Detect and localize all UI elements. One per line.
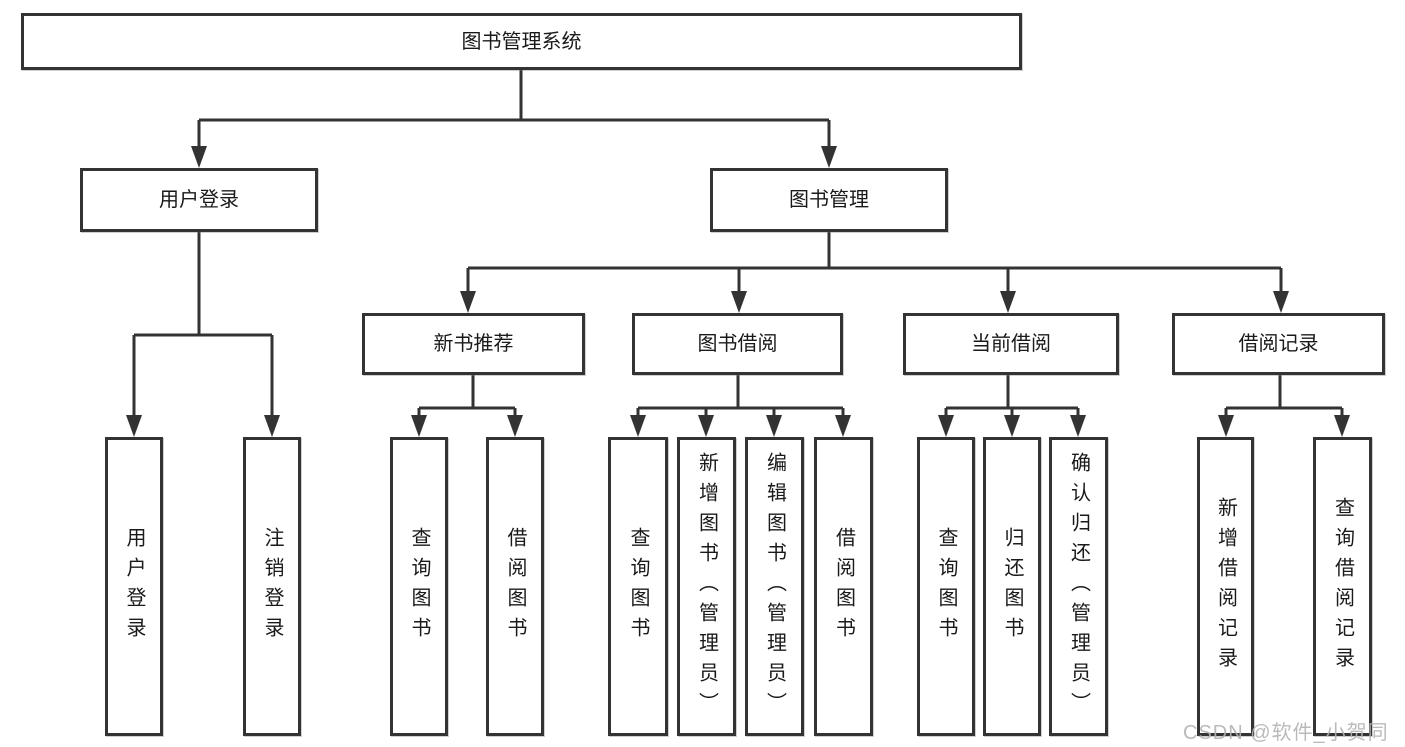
leaf-query-borrow-record-label: 查询借阅记录 xyxy=(1331,496,1354,677)
csdn-watermark: CSDN @软件_小贺同学 xyxy=(1183,722,1389,744)
leaf-add-books-admin-label: 新增图书（管理员） xyxy=(695,451,718,722)
leaf-user-login-label: 用户登录 xyxy=(123,526,145,647)
leaf-edit-books-admin: 编辑图书（管理员） xyxy=(745,437,804,736)
leaf-edit-books-admin-label: 编辑图书（管理员） xyxy=(763,451,786,722)
leaf-confirm-return-admin: 确认归还（管理员） xyxy=(1049,437,1108,736)
leaf-current-query-books: 查询图书 xyxy=(917,437,975,736)
node-root-label: 图书管理系统 xyxy=(461,30,582,53)
leaf-borrowing-borrow-books: 借阅图书 xyxy=(814,437,873,736)
node-current-borrowing-label: 当前借阅 xyxy=(971,333,1051,355)
node-root-library-system: 图书管理系统 xyxy=(21,13,1022,70)
leaf-borrowing-query-books-label: 查询图书 xyxy=(627,526,649,647)
node-borrowing-records: 借阅记录 xyxy=(1172,313,1385,375)
leaf-logout: 注销登录 xyxy=(243,437,301,736)
leaf-borrowing-borrow-books-label: 借阅图书 xyxy=(832,526,855,647)
leaf-newbook-borrow-books: 借阅图书 xyxy=(486,437,544,736)
leaf-add-borrow-record: 新增借阅记录 xyxy=(1197,437,1254,736)
leaf-return-books: 归还图书 xyxy=(983,437,1041,736)
leaf-confirm-return-admin-label: 确认归还（管理员） xyxy=(1067,451,1090,722)
node-book-borrowing: 图书借阅 xyxy=(632,313,843,375)
node-book-management-label: 图书管理 xyxy=(789,189,869,211)
leaf-newbook-borrow-books-label: 借阅图书 xyxy=(504,526,526,647)
node-book-management: 图书管理 xyxy=(710,168,948,232)
leaf-current-query-books-label: 查询图书 xyxy=(935,526,957,647)
leaf-newbook-query-books: 查询图书 xyxy=(390,437,448,736)
node-new-book-recommend-label: 新书推荐 xyxy=(433,333,514,355)
leaf-newbook-query-books-label: 查询图书 xyxy=(408,526,430,647)
node-new-book-recommend: 新书推荐 xyxy=(362,313,585,375)
node-book-borrowing-label: 图书借阅 xyxy=(697,333,778,355)
leaf-add-borrow-record-label: 新增借阅记录 xyxy=(1214,496,1237,677)
leaf-logout-label: 注销登录 xyxy=(261,526,283,647)
node-current-borrowing: 当前借阅 xyxy=(903,313,1119,375)
leaf-user-login: 用户登录 xyxy=(105,437,163,736)
node-borrowing-records-label: 借阅记录 xyxy=(1238,333,1319,355)
node-user-login: 用户登录 xyxy=(80,168,318,232)
leaf-add-books-admin: 新增图书（管理员） xyxy=(677,437,736,736)
node-user-login-label: 用户登录 xyxy=(159,189,239,211)
leaf-borrowing-query-books: 查询图书 xyxy=(608,437,668,736)
leaf-return-books-label: 归还图书 xyxy=(1001,526,1023,647)
leaf-query-borrow-record: 查询借阅记录 xyxy=(1313,437,1372,736)
